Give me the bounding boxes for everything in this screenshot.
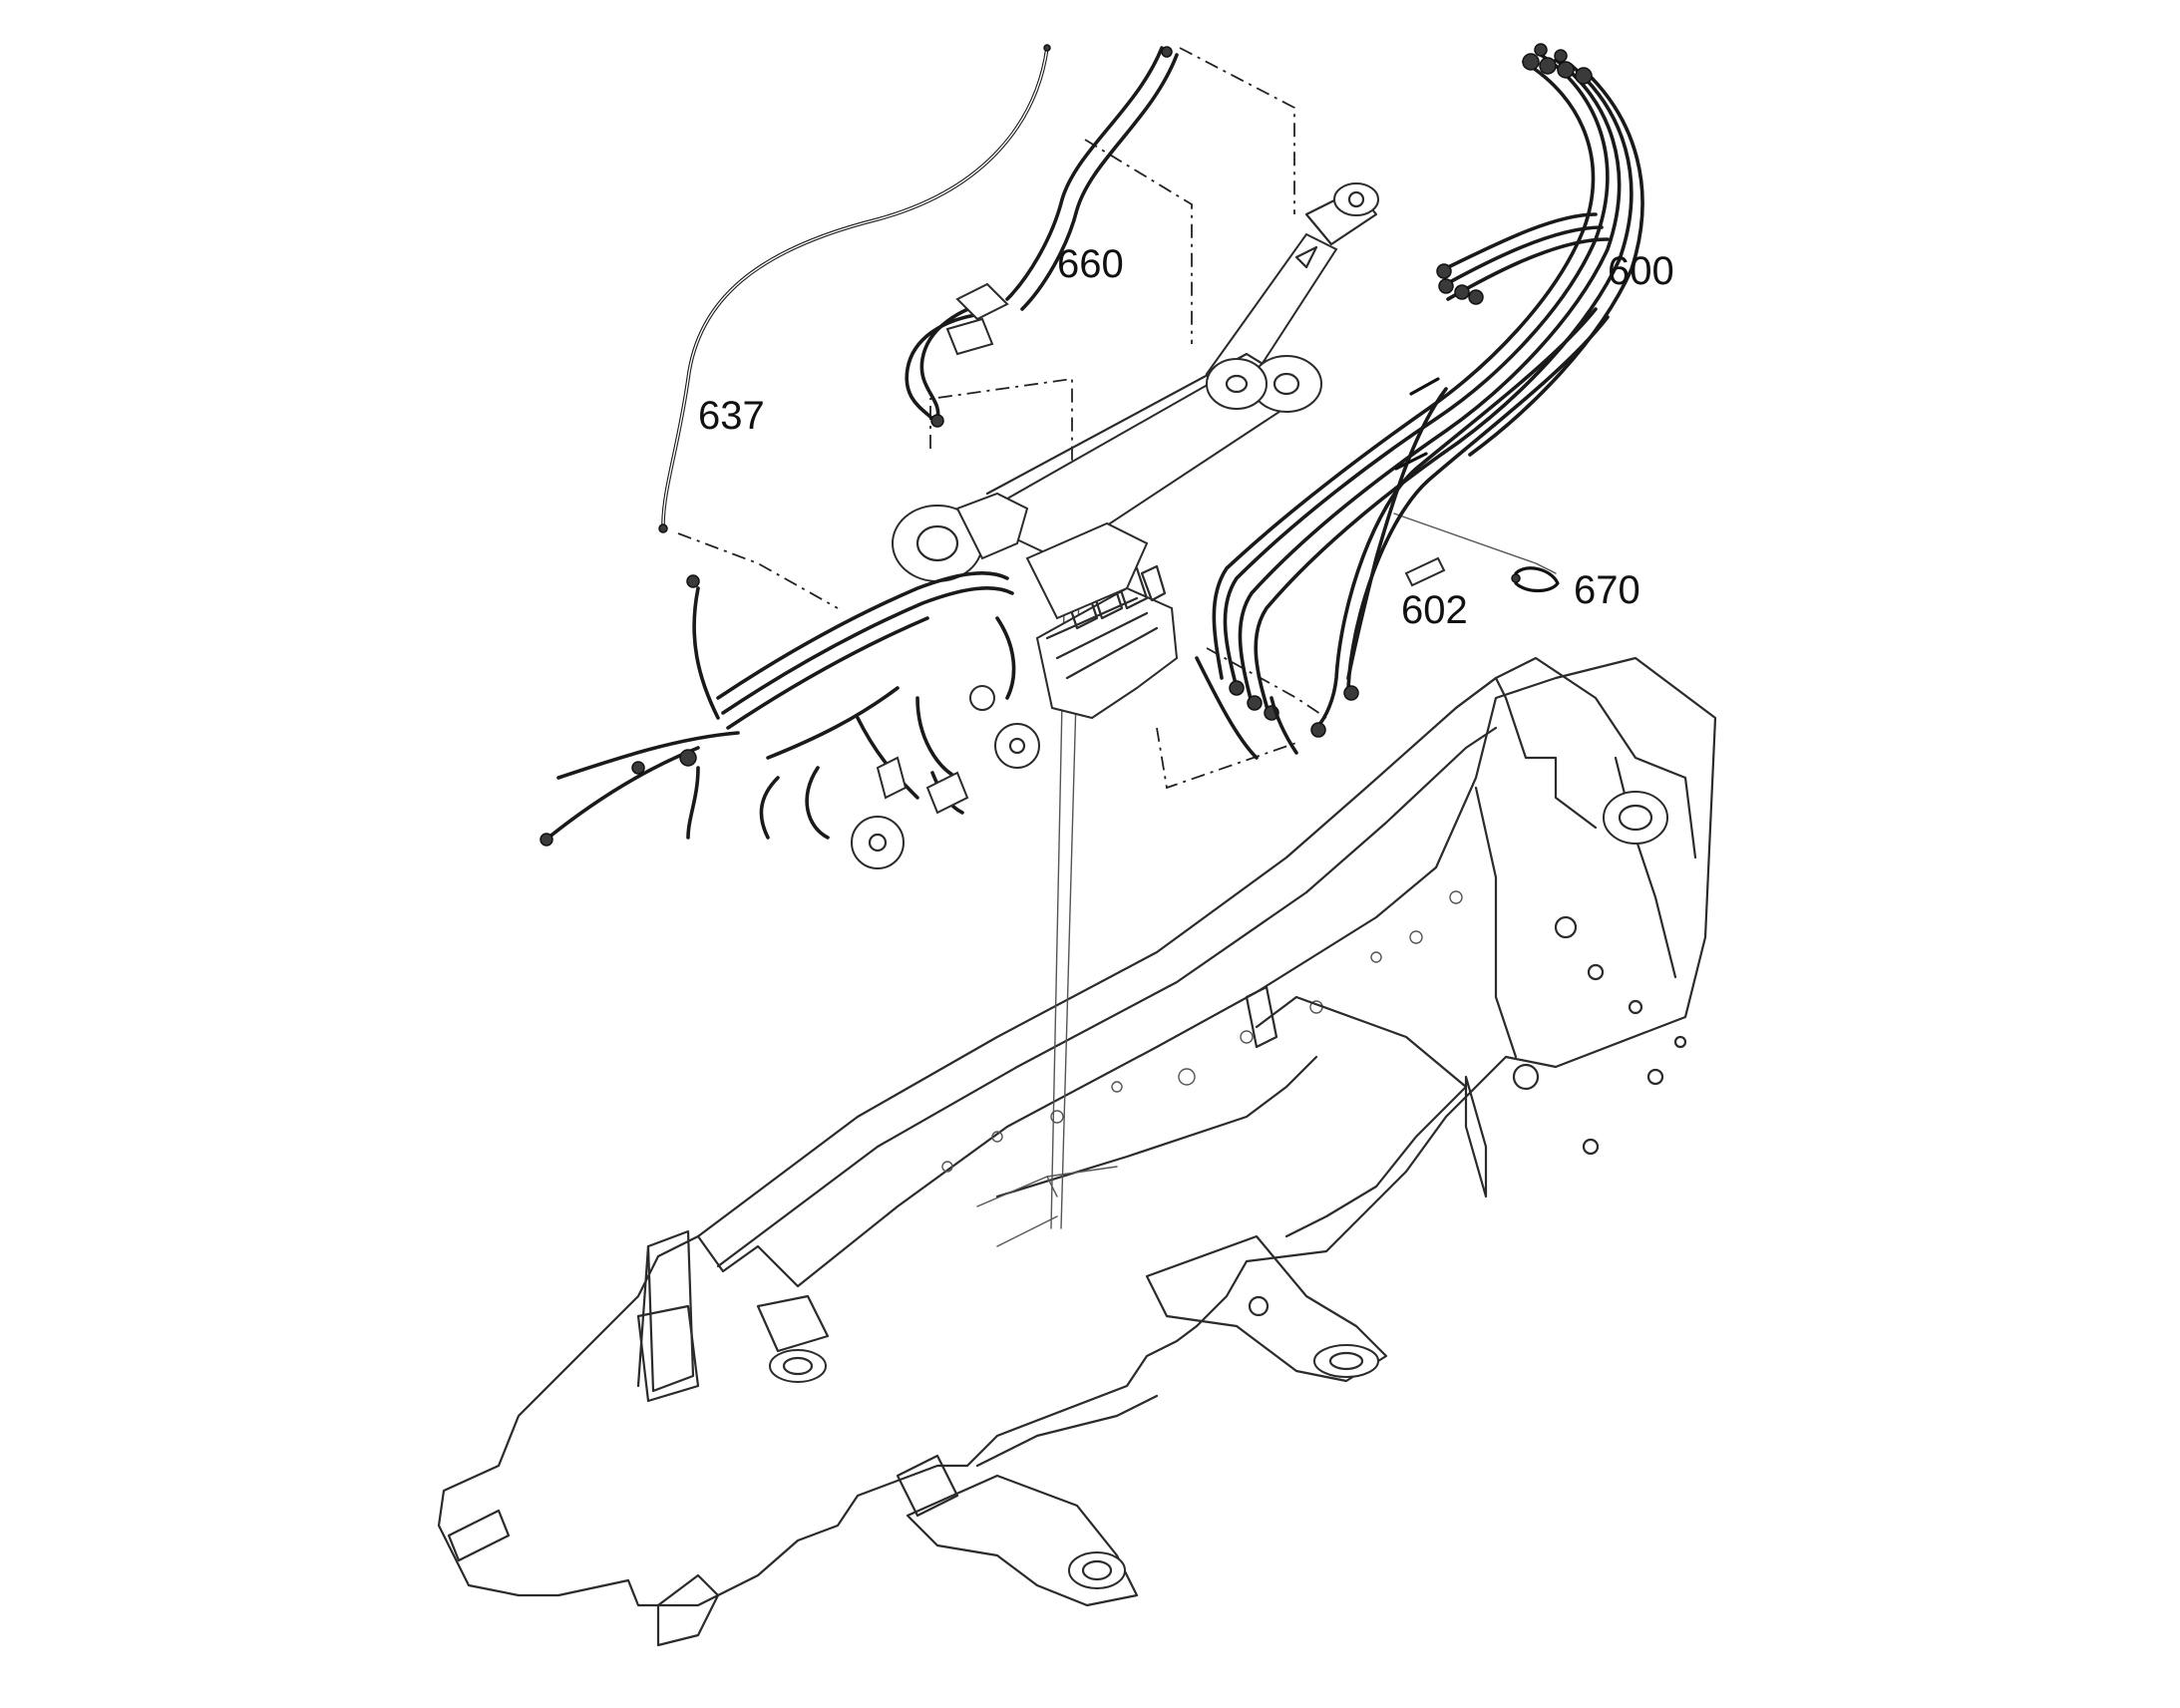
callout-602: 602 (1401, 588, 1468, 632)
callout-labels: 600 602 637 660 670 (698, 242, 1674, 632)
callout-637: 637 (698, 394, 765, 438)
assembly-guide-lines (677, 47, 1557, 1229)
callout-660: 660 (1057, 242, 1124, 286)
callout-670: 670 (1574, 568, 1640, 612)
hose-660 (905, 46, 1179, 428)
control-valve-and-plumbing (540, 492, 1259, 869)
machine-frame (437, 656, 1717, 1647)
part-602-sleeve (1404, 556, 1446, 587)
hose-bundle-600 (1212, 43, 1644, 755)
hose-637 (658, 44, 1051, 533)
part-670-clamp (1511, 566, 1560, 593)
hydraulic-cylinder (969, 182, 1379, 560)
callout-600: 600 (1608, 249, 1674, 293)
